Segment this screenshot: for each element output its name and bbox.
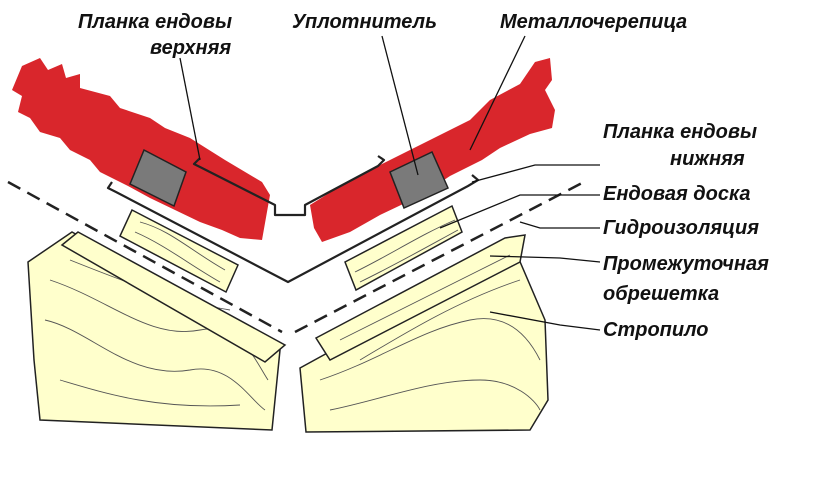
upper-valley-plank	[192, 155, 386, 217]
valley-board-right	[344, 204, 463, 292]
label-lower-valley-plank-1: Планка ендовы	[603, 121, 757, 143]
label-rafter: Стропило	[603, 319, 709, 341]
sealant-left	[129, 148, 187, 208]
label-intermediate-batten-1: Промежуточная	[603, 253, 769, 275]
label-metal-tile: Металлочерепица	[500, 11, 687, 33]
waterproofing-right	[294, 181, 583, 334]
label-valley-board: Ендовая доска	[603, 183, 750, 205]
waterproofing-left	[7, 180, 283, 334]
label-intermediate-batten-2: обрешетка	[603, 283, 719, 305]
label-upper-valley-plank-2: верхняя	[150, 37, 231, 59]
leader-lines	[179, 35, 601, 331]
rafter-left-batten	[60, 231, 287, 363]
metal-tile-left	[12, 58, 270, 240]
intermediate-batten-right	[314, 234, 526, 361]
label-upper-valley-plank-1: Планка ендовы	[78, 11, 232, 33]
label-sealant: Уплотнитель	[292, 11, 437, 33]
valley-board-left	[119, 208, 239, 294]
metal-tile-right	[310, 58, 555, 242]
sealant-right	[389, 150, 449, 210]
label-waterproofing: Гидроизоляция	[603, 217, 759, 239]
label-lower-valley-plank-2: нижняя	[670, 148, 745, 170]
